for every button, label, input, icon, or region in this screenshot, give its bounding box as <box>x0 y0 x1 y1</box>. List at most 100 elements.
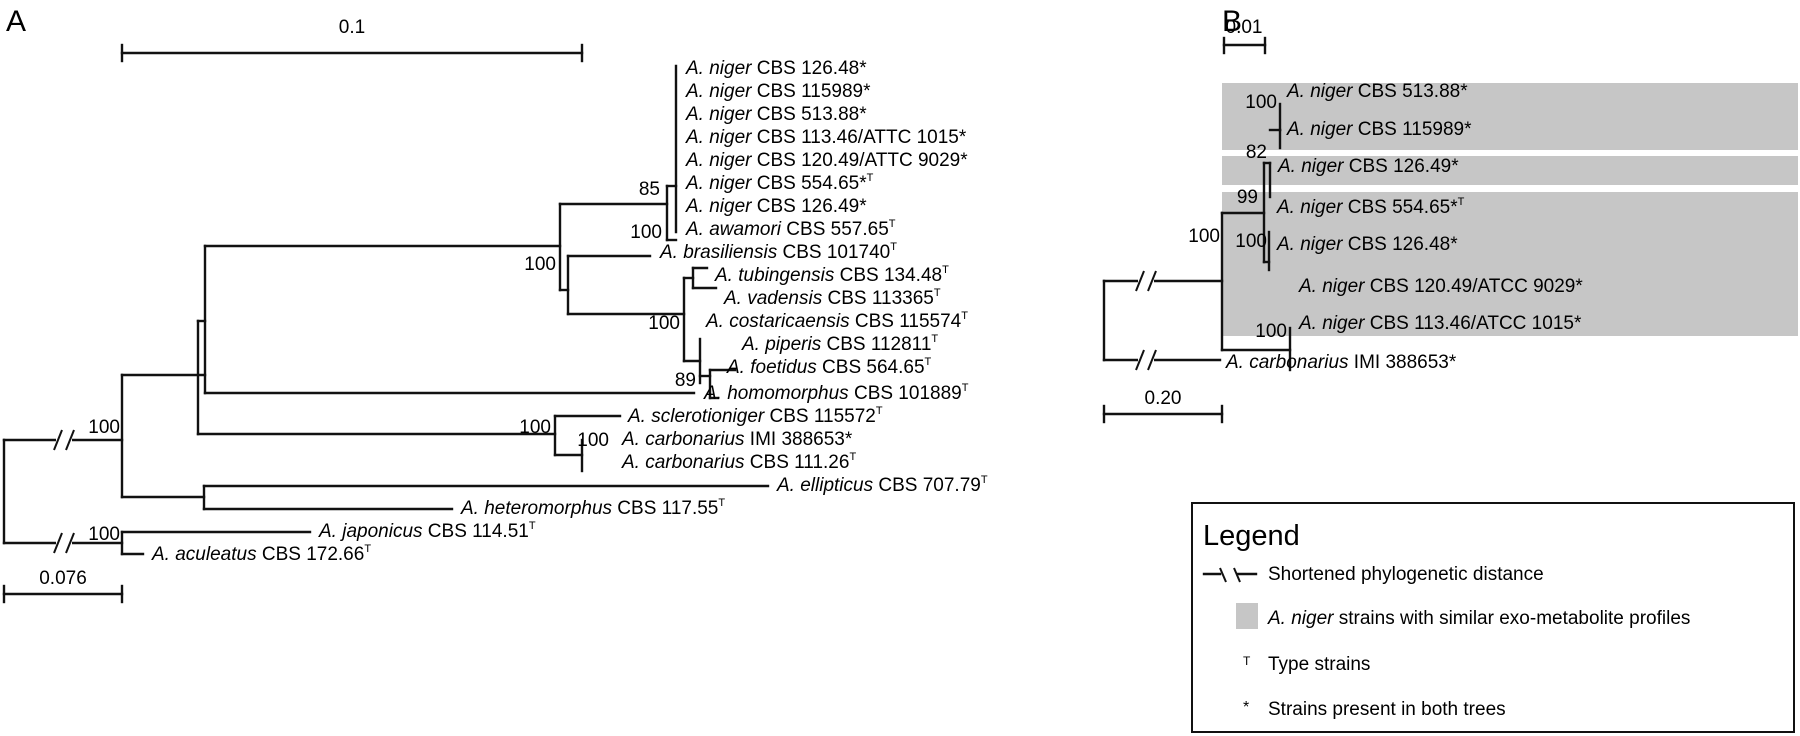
tree-b-leaf-label: A. niger CBS 126.48* <box>1276 234 1458 255</box>
strain-id: CBS 513.88* <box>1352 81 1468 102</box>
tree-b-leaf-labels: A. niger CBS 513.88* A. niger CBS 115989*… <box>1225 81 1583 373</box>
tree-a-leaf-label: A. carbonarius IMI 388653* <box>621 429 853 450</box>
tree-b-leaf-label: A. niger CBS 513.88* <box>1286 81 1468 102</box>
tree-b-branches <box>1102 102 1292 372</box>
species-name: A. heteromorphus <box>460 498 613 519</box>
species-name: A. niger <box>685 127 752 148</box>
tree-a-leaf-label: A. costaricaensis CBS 115574T <box>705 310 968 332</box>
type-strain-marker: T <box>529 520 536 532</box>
strain-id: CBS 114.51 <box>423 521 529 542</box>
bootstrap-label: 100 <box>1245 92 1277 113</box>
species-name: A. niger <box>685 58 752 79</box>
species-name: A. niger <box>1298 313 1365 334</box>
species-name: A. niger <box>685 173 752 194</box>
legend-title: Legend <box>1203 520 1300 552</box>
tree-a-leaf-label: A. aculeatus CBS 172.66T <box>151 543 371 565</box>
tree-a-leaf-label: A. niger CBS 126.49* <box>685 196 867 217</box>
strain-id: CBS 101889 <box>849 383 962 404</box>
scale-label-a-bottom: 0.076 <box>39 568 87 589</box>
bootstrap-label: 99 <box>1237 187 1258 208</box>
tree-a-leaf-label: A. vadensis CBS 113365T <box>723 287 941 309</box>
bootstrap-label: 100 <box>88 417 120 438</box>
bootstrap-label: 100 <box>1235 231 1267 252</box>
tree-a-branches <box>2 64 770 556</box>
strain-id: CBS 113365 <box>822 288 934 309</box>
tree-a-leaf-label: A. tubingensis CBS 134.48T <box>714 264 949 286</box>
type-strain-marker: T <box>718 497 725 509</box>
species-name: A. homomorphus <box>703 383 849 404</box>
strain-id: CBS 115574 <box>850 311 962 332</box>
tree-a-leaf-label: A. sclerotioniger CBS 115572T <box>627 405 883 427</box>
strain-id: CBS 115989* <box>1352 119 1472 140</box>
tree-a-leaf-label: A. japonicus CBS 114.51T <box>318 520 536 542</box>
legend-box <box>1191 502 1795 733</box>
legend-item-shade: A. niger strains with similar exo-metabo… <box>1236 603 1690 629</box>
species-name: A. niger <box>685 196 752 217</box>
tree-a: 0.1 0.076 <box>2 17 988 604</box>
asterisk-icon: * <box>1243 699 1249 716</box>
tree-a-leaf-labels: A. niger CBS 126.48*A. niger CBS 115989*… <box>151 58 988 565</box>
type-strain-marker: T <box>867 172 874 184</box>
species-name: A. tubingensis <box>714 265 835 286</box>
strain-id: CBS 120.49/ATTC 9029* <box>751 150 968 171</box>
strain-id: CBS 112811 <box>821 334 931 355</box>
species-name: A. brasiliensis <box>659 242 778 263</box>
shade-group-3 <box>1222 192 1798 336</box>
tree-a-leaf-label: A. piperis CBS 112811T <box>741 333 938 355</box>
bootstrap-label: 100 <box>1188 226 1220 247</box>
legend-label: Type strains <box>1268 654 1370 675</box>
type-strain-marker: T <box>934 287 941 299</box>
legend-label: A. niger strains with similar exo-metabo… <box>1267 608 1690 629</box>
bootstrap-label: 100 <box>648 313 680 334</box>
type-strain-marker: T <box>931 333 938 345</box>
strain-id: CBS 126.48* <box>1342 234 1458 255</box>
tree-b-leaf-label: A. niger CBS 115989* <box>1286 119 1472 140</box>
species-name: A. carbonarius <box>621 452 745 473</box>
scale-label-a-top: 0.1 <box>339 17 365 38</box>
strain-id: CBS 564.65 <box>817 357 925 378</box>
scale-bar-b-top: 0.01 <box>1222 17 1267 55</box>
tree-b-leaf-label: A. niger CBS 126.49* <box>1277 156 1459 177</box>
species-name: A. niger <box>1276 197 1343 218</box>
strain-id: CBS 117.55 <box>612 498 718 519</box>
shade-group-2 <box>1222 156 1798 185</box>
strain-id: CBS 113.46/ATTC 1015* <box>751 127 966 148</box>
shade-group-1 <box>1222 83 1798 150</box>
bootstrap-label: 100 <box>630 222 662 243</box>
strain-id: CBS 126.48* <box>751 58 867 79</box>
tree-a-leaf-label: A. brasiliensis CBS 101740T <box>659 241 897 263</box>
type-strain-marker: T <box>889 218 896 230</box>
strain-id: CBS 707.79 <box>873 475 981 496</box>
scale-bar-b-bottom: 0.20 <box>1102 388 1224 424</box>
species-name: A. costaricaensis <box>705 311 850 332</box>
strain-id: CBS 126.49* <box>751 196 867 217</box>
bootstrap-label: 85 <box>639 179 660 200</box>
strain-id: CBS 554.65* <box>1342 197 1458 218</box>
species-name: A. japonicus <box>318 521 423 542</box>
bootstrap-label: 82 <box>1246 142 1267 163</box>
legend-label-rest: strains with similar exo-metabolite prof… <box>1333 608 1690 629</box>
type-strain-marker: T <box>1458 196 1465 208</box>
strain-id: CBS 554.65* <box>751 173 867 194</box>
tree-a-leaf-label: A. ellipticus CBS 707.79T <box>776 474 988 496</box>
species-name: A. niger <box>1277 156 1344 177</box>
bootstrap-label: 100 <box>524 254 556 275</box>
species-name: A. niger <box>1276 234 1343 255</box>
bootstrap-label: 100 <box>1255 321 1287 342</box>
legend-label: Strains present in both trees <box>1268 699 1506 720</box>
species-name: A. niger <box>1298 276 1365 297</box>
tree-b: 0.01 0.20 <box>1102 17 1798 424</box>
break-icon <box>1202 567 1258 583</box>
tree-a-leaf-label: A. niger CBS 126.48* <box>685 58 867 79</box>
bootstrap-label: 100 <box>88 524 120 545</box>
strain-id: CBS 557.65 <box>781 219 889 240</box>
strain-id: CBS 513.88* <box>751 104 867 125</box>
scale-bar-a-top: 0.1 <box>120 17 584 63</box>
strain-id: CBS 115572 <box>764 406 876 427</box>
strain-id: CBS 115989* <box>751 81 871 102</box>
species-name: A. niger <box>1286 119 1353 140</box>
scale-label-b-top: 0.01 <box>1226 17 1263 38</box>
break-icon <box>1135 349 1157 371</box>
type-strain-marker: T <box>962 382 969 394</box>
legend-label-italic: A. niger <box>1267 608 1334 629</box>
